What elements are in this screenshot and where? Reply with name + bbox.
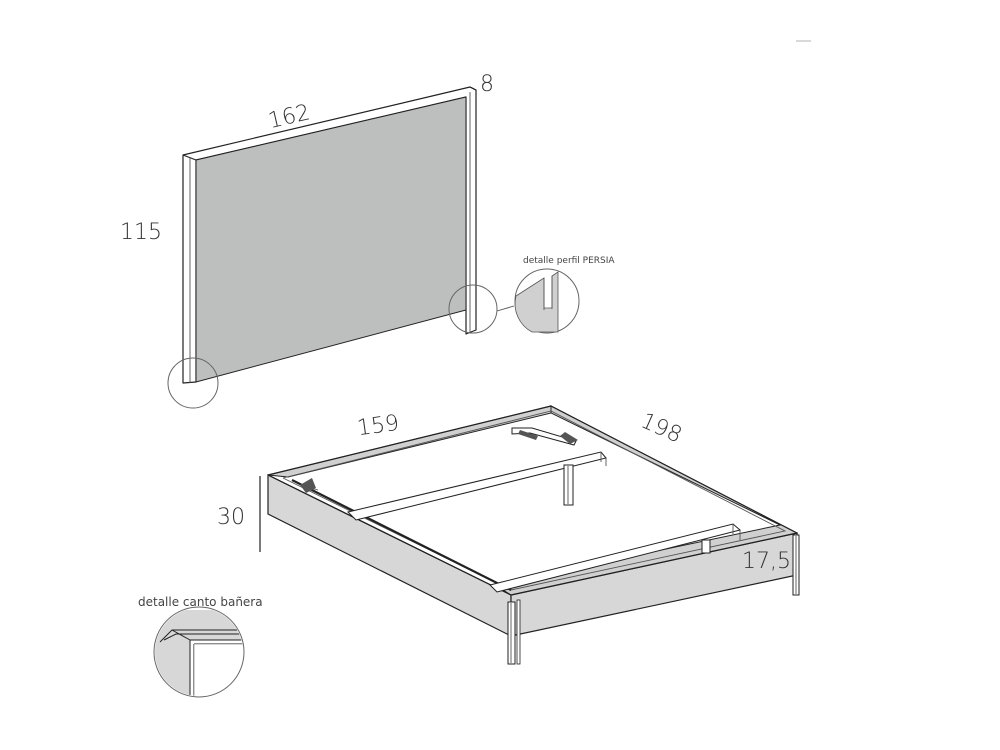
headboard-detail-circle-right [448, 284, 498, 334]
bed-width-label: 159 [356, 411, 401, 442]
center-support-leg [563, 464, 574, 506]
headboard-height-label: 115 [120, 220, 162, 245]
bed-legs [507, 534, 800, 665]
bed-length-label: 198 [637, 408, 686, 448]
bed-leg-label: 17,5 [742, 549, 791, 574]
persia-detail-caption: detalle perfil PERSIA [523, 256, 615, 266]
bed-height-label: 30 [217, 505, 245, 530]
headboard-depth-label: 8 [480, 72, 494, 97]
hinge-back [511, 427, 578, 446]
headboard-panel [195, 96, 467, 383]
bed-left-side [267, 474, 512, 637]
banera-edge-detail: detalle canto bañera [138, 595, 263, 698]
bed-frame: 159 198 30 17,5 [217, 405, 800, 665]
headboard: detalle perfil PERSIA 162 115 8 [120, 72, 615, 409]
headboard-detail-circle-left [167, 357, 219, 409]
hinge-left [299, 478, 319, 493]
banera-detail-caption: detalle canto bañera [138, 595, 263, 609]
persia-profile-detail [514, 268, 580, 334]
